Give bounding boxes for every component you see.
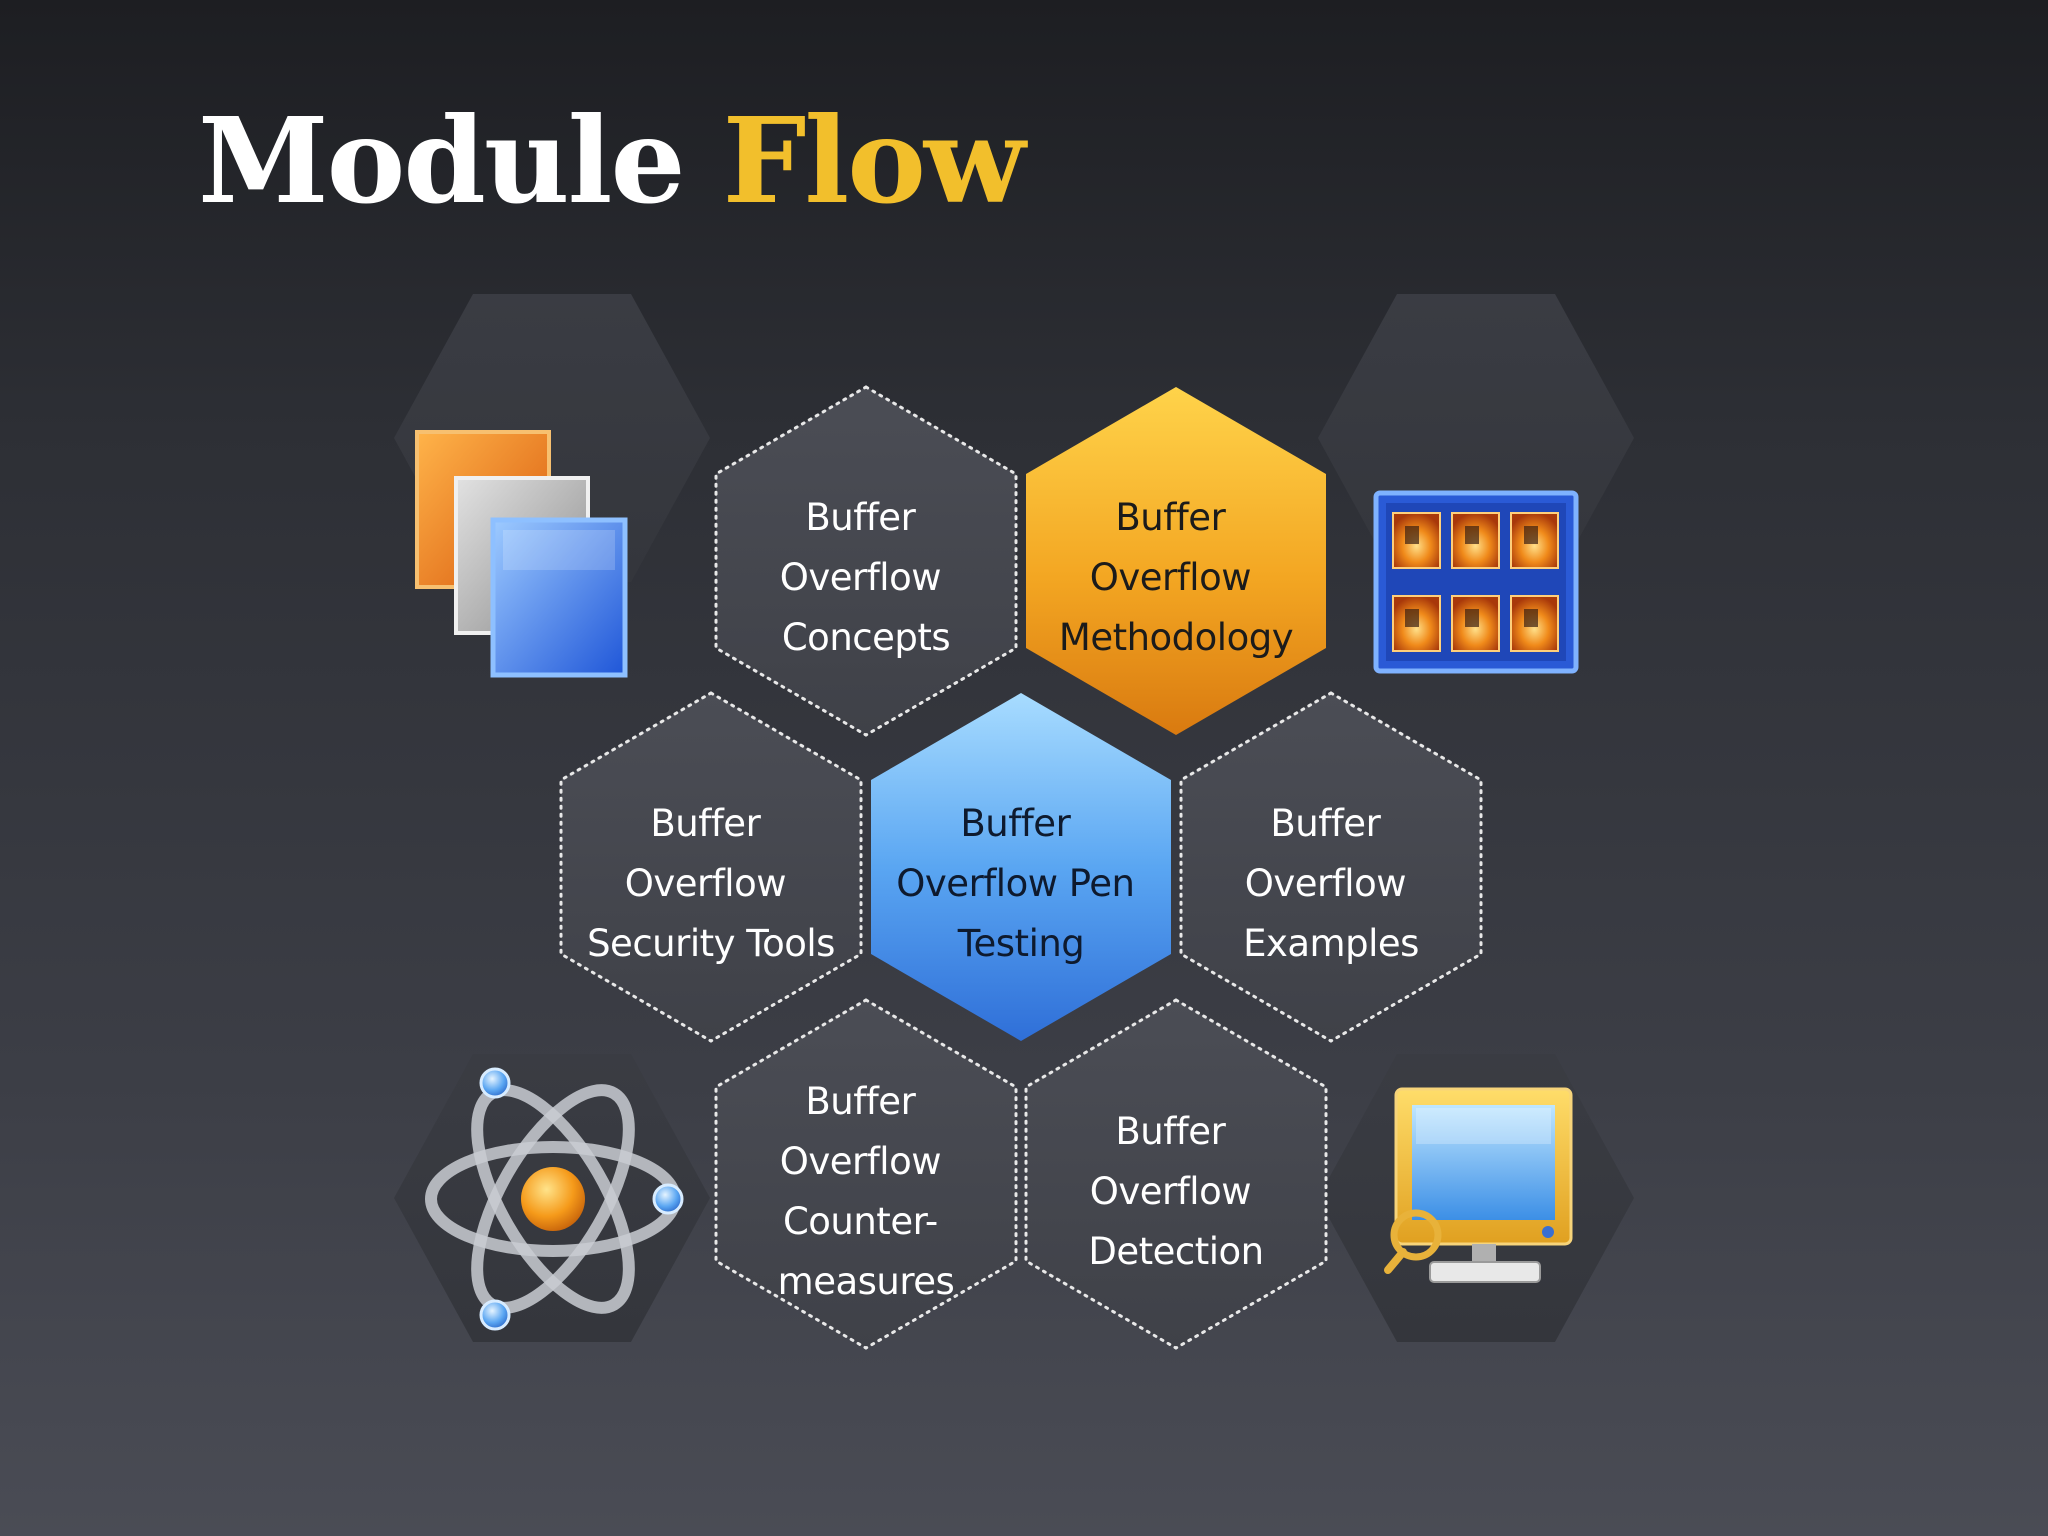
- hex-examples-label: Buffer Overflow Examples: [1243, 802, 1419, 965]
- hex-examples: Buffer Overflow Examples: [1179, 691, 1483, 1043]
- hex-countermeasures: Buffer Overflow Counter- measures: [714, 998, 1018, 1350]
- hex-methodology-label: Buffer Overflow Methodology: [1059, 496, 1293, 659]
- hex-concepts: Buffer Overflow Concepts: [714, 385, 1018, 737]
- hex-detection-label: Buffer Overflow Detection: [1088, 1110, 1263, 1273]
- hex-countermeasures-label: Buffer Overflow Counter- measures: [778, 1080, 955, 1303]
- atom-icon: [425, 1067, 684, 1331]
- computer-monitor-icon: [1384, 1087, 1573, 1283]
- page-title: Module Flow: [198, 102, 1026, 220]
- hex-methodology: Buffer Overflow Methodology: [1026, 387, 1326, 735]
- image-grid-thumbnails: [1392, 512, 1559, 652]
- image-grid-icon: [1373, 490, 1579, 674]
- stacked-pages-icon: [415, 430, 628, 678]
- hex-pen-testing: Buffer Overflow Pen Testing: [871, 693, 1171, 1041]
- hex-security-tools-label: Buffer Overflow Security Tools: [587, 802, 835, 965]
- hex-pen-testing-label: Buffer Overflow Pen Testing: [896, 802, 1145, 965]
- hex-security-tools: Buffer Overflow Security Tools: [559, 691, 863, 1043]
- title-word-flow: Flow: [722, 91, 1026, 230]
- title-word-module: Module: [198, 91, 686, 230]
- hex-detection: Buffer Overflow Detection: [1024, 998, 1328, 1350]
- hex-concepts-label: Buffer Overflow Concepts: [780, 496, 952, 659]
